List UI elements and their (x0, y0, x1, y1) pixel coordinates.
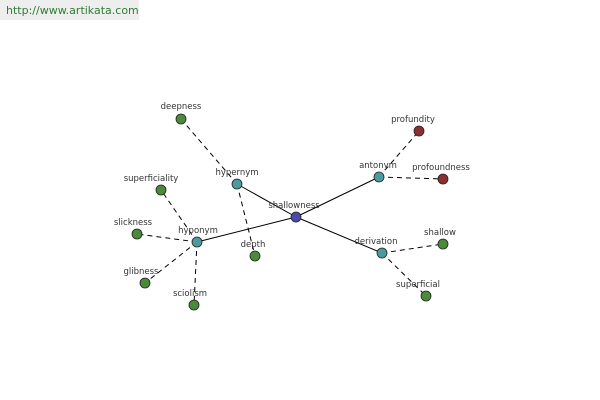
edge-center-antonym (295, 176, 380, 218)
word-label-slickness: slickness (114, 218, 153, 228)
relation-node-derivation[interactable] (376, 247, 388, 259)
relation-node-hypernym[interactable] (231, 178, 243, 190)
word-node-shallow[interactable] (437, 238, 449, 250)
edge-center-hypernym (236, 183, 297, 218)
word-node-deepness[interactable] (175, 113, 187, 125)
edge-center-derivation (295, 216, 383, 254)
word-label-superficiality: superficiality (124, 174, 179, 184)
edge-hyponym-glibness (144, 241, 198, 284)
word-label-profoundness: profoundness (412, 163, 470, 173)
word-label-profundity: profundity (391, 115, 435, 125)
word-node-profundity[interactable] (413, 125, 425, 137)
edge-derivation-superficial (381, 252, 427, 297)
edge-antonym-profundity (378, 130, 420, 178)
relation-label-hypernym: hypernym (215, 168, 258, 178)
word-node-superficiality[interactable] (155, 184, 167, 196)
word-node-slickness[interactable] (131, 228, 143, 240)
word-node-depth[interactable] (249, 250, 261, 262)
url-banner: http://www.artikata.com (0, 0, 139, 20)
word-label-depth: depth (241, 240, 266, 250)
nodes-layer (131, 113, 449, 311)
relation-node-antonym[interactable] (373, 171, 385, 183)
word-node-glibness[interactable] (139, 277, 151, 289)
relation-label-derivation: derivation (354, 237, 397, 247)
edges-layer (136, 118, 444, 306)
labels-layer: shallowness hypernym hyponym antonym derivat… (114, 102, 471, 299)
edge-hyponym-superficiality (160, 189, 198, 243)
center-node-shallowness[interactable] (290, 211, 302, 223)
edge-derivation-shallow (381, 243, 444, 254)
relation-label-antonym: antonym (359, 161, 397, 171)
word-label-shallow: shallow (424, 228, 456, 238)
edge-hyponym-slickness (136, 233, 198, 243)
edge-center-hyponym (196, 216, 297, 243)
word-node-superficial[interactable] (420, 290, 432, 302)
center-label-shallowness: shallowness (268, 201, 320, 211)
word-label-superficial: superficial (396, 280, 440, 290)
word-label-deepness: deepness (161, 102, 202, 112)
url-link[interactable]: http://www.artikata.com (6, 4, 139, 17)
word-node-sciolism[interactable] (188, 299, 200, 311)
edge-hypernym-depth (236, 183, 256, 257)
edge-hyponym-sciolism (193, 241, 198, 306)
word-node-profoundness[interactable] (437, 173, 449, 185)
edge-antonym-profoundness (378, 176, 444, 180)
word-label-glibness: glibness (124, 267, 160, 277)
relation-label-hyponym: hyponym (178, 226, 218, 236)
word-label-sciolism: sciolism (173, 289, 207, 299)
relation-node-hyponym[interactable] (191, 236, 203, 248)
